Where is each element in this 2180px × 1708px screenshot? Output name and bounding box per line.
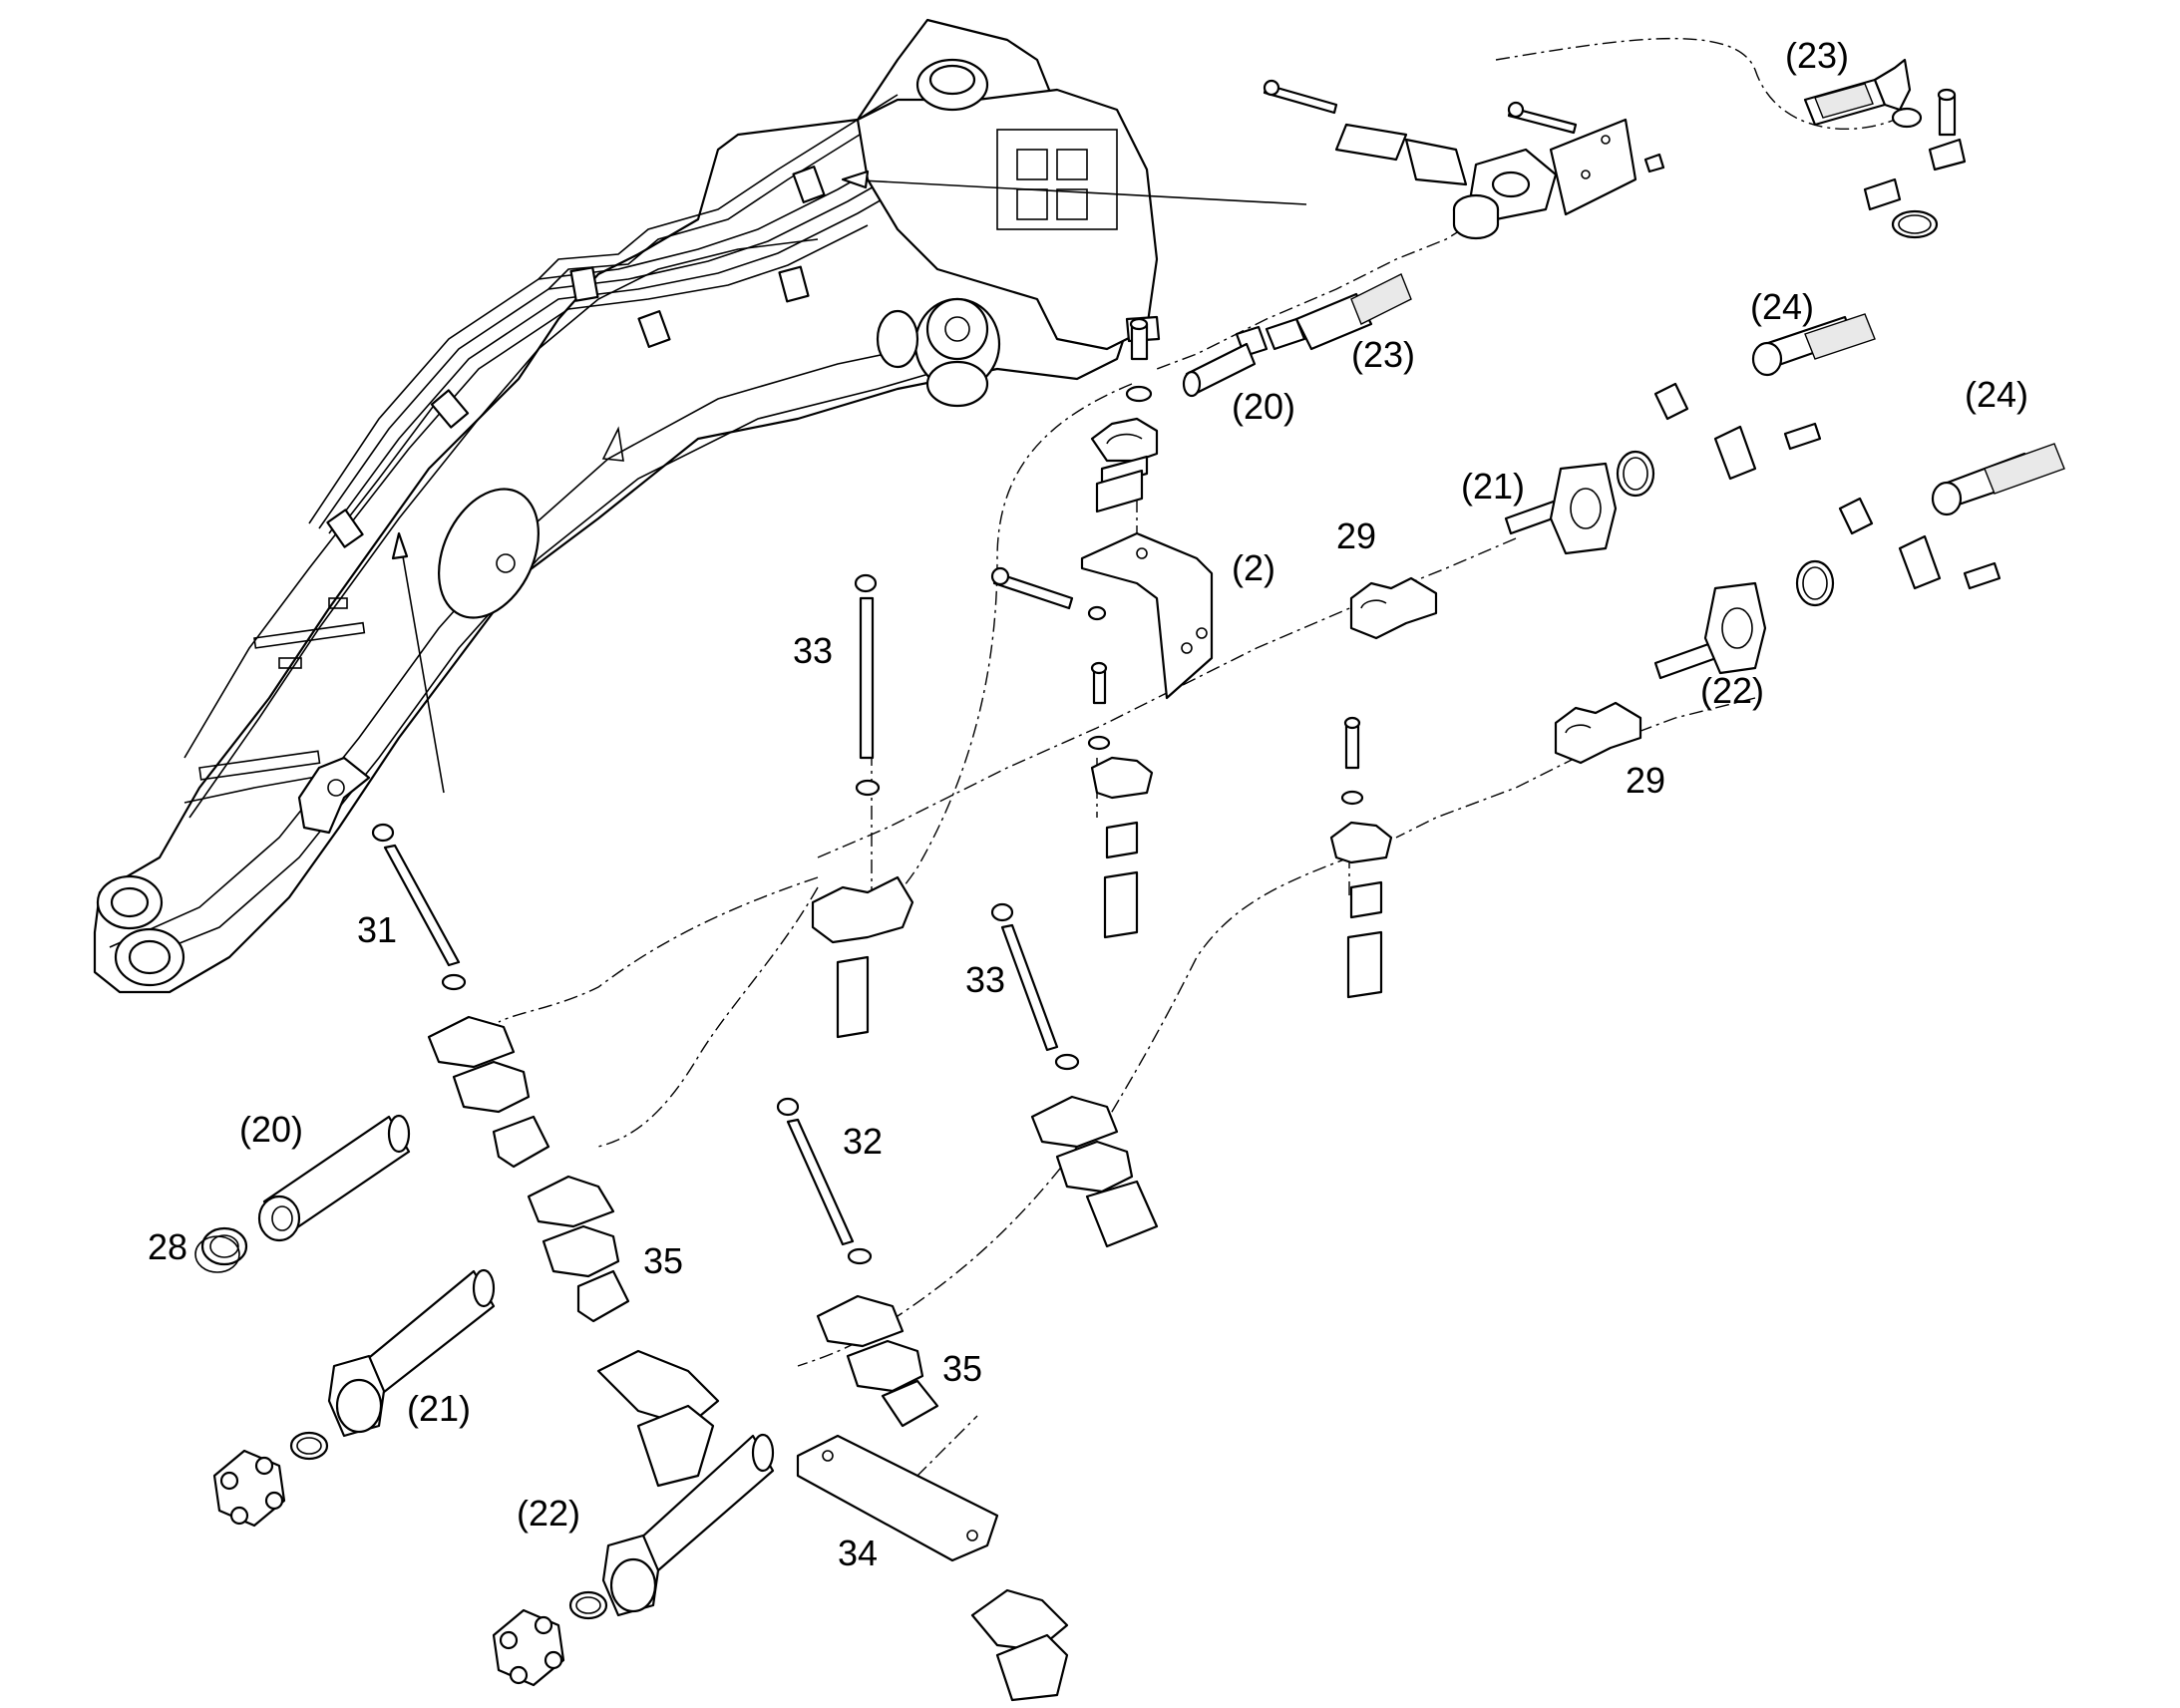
- stud-33-lower: [990, 902, 1159, 1248]
- tube-22-lower: [601, 1433, 775, 1617]
- callout-2: (2): [1232, 547, 1275, 588]
- callout-21-lower: (21): [407, 1388, 471, 1429]
- callout-20-upper: (20): [1232, 386, 1295, 427]
- bracket-2: [990, 531, 1214, 700]
- saddle-clamp-bottom: [970, 1588, 1069, 1702]
- bushing-28: [194, 1226, 248, 1273]
- stud-32: [776, 1097, 924, 1393]
- hose-20-lower: [257, 1114, 411, 1242]
- tube-21-lower: [327, 1268, 496, 1438]
- callout-31: 31: [357, 909, 397, 950]
- callout-33-upper: 33: [793, 630, 833, 671]
- callout-34: 34: [838, 1533, 878, 1573]
- callout-35-right: 35: [942, 1348, 982, 1389]
- leader-to-boom-clamp: [398, 532, 445, 794]
- stud-33-upper: [811, 573, 914, 1039]
- fitting-group-24-upper: [1616, 313, 1876, 498]
- clamp-group-35-right: [881, 1379, 939, 1428]
- callout-22-upper: (22): [1700, 670, 1764, 711]
- callout-29-upper: 29: [1336, 515, 1376, 556]
- middle-clamp-stack-a: [1087, 661, 1154, 939]
- clamp-29-lower: [1554, 701, 1642, 765]
- flange-kit-lower-b: [492, 1590, 608, 1687]
- callout-22-lower: (22): [517, 1493, 580, 1534]
- fitting-group-24-lower: [1795, 443, 2065, 607]
- leader-to-valve: [842, 178, 1307, 205]
- callout-23-upper: (23): [1785, 35, 1849, 76]
- middle-clamp-stack-b: [1329, 716, 1393, 999]
- callout-24-upper: (24): [1750, 286, 1814, 327]
- upper-valve-block: [856, 58, 1161, 408]
- clamp-group-35-left: [527, 1175, 630, 1323]
- callout-21-upper: (21): [1461, 466, 1525, 507]
- callout-32: 32: [843, 1121, 883, 1162]
- callout-24-lower: (24): [1965, 374, 2028, 415]
- plate-34: [796, 1434, 999, 1562]
- flange-22-upper: [1653, 581, 1767, 680]
- saddle-clamp-mid: [596, 1349, 720, 1488]
- fitting-group-23-upper: [1263, 58, 1967, 240]
- upper-clamp-stack: [1090, 317, 1159, 513]
- clamp-29-upper: [1349, 576, 1438, 640]
- callout-20-lower: (20): [239, 1109, 303, 1150]
- callout-23-lower: (23): [1351, 334, 1415, 375]
- callout-29-lower: 29: [1626, 760, 1665, 801]
- stud-31: [371, 823, 550, 1169]
- callout-35-left: 35: [643, 1240, 683, 1281]
- boom-assembly: [93, 18, 1307, 994]
- fitting-group-23-lower: [1182, 273, 1412, 398]
- callout-labels: (23) (23) (24) (24) (20) (21) (2) 29 (22…: [148, 35, 2028, 1573]
- flange-21-upper: [1504, 462, 1618, 555]
- callout-33-lower: 33: [965, 959, 1005, 1000]
- flange-kit-lower-a: [212, 1431, 329, 1528]
- boom-markings: [198, 426, 624, 781]
- callout-28: 28: [148, 1226, 187, 1267]
